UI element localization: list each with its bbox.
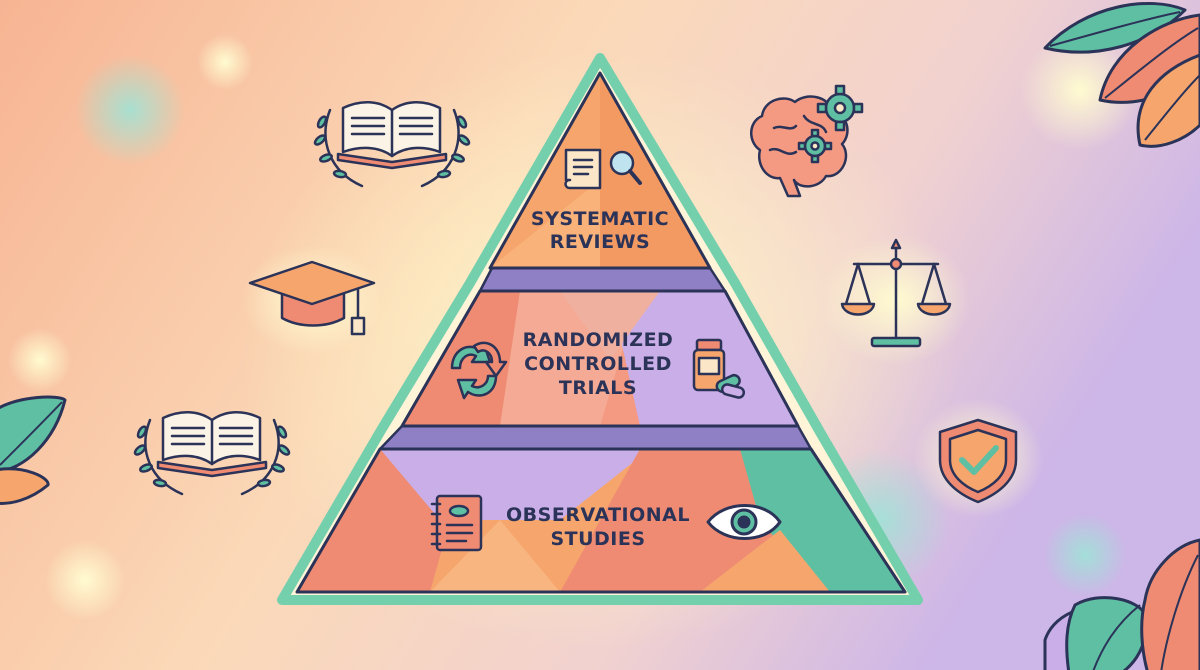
glow-orb — [1020, 30, 1140, 150]
eye-icon — [706, 504, 782, 540]
tier-connector — [478, 266, 727, 293]
tier-label-line: STUDIES — [550, 528, 645, 550]
tier-label-line: SYSTEMATIC — [531, 208, 669, 230]
brain-gears-icon — [750, 84, 864, 198]
tier-label-line: CONTROLLED — [524, 353, 672, 375]
glow-orb — [8, 328, 72, 392]
glow-orb — [197, 34, 253, 90]
leaf-icon — [1043, 538, 1200, 670]
balance-scale-icon — [821, 235, 971, 365]
tier-label-line: RANDOMIZED — [523, 329, 674, 351]
glow-orb — [45, 540, 125, 620]
shield-check-icon — [913, 398, 1043, 518]
tier-label-line: TRIALS — [559, 377, 637, 399]
pyramid: SYSTEMATIC REVIEWS RANDOMIZED CONTROLLED… — [277, 53, 923, 605]
graduation-cap-icon — [242, 245, 382, 355]
tier-label-line: REVIEWS — [550, 231, 651, 253]
open-book-laurel-icon — [313, 101, 471, 188]
leaf-icon — [0, 395, 67, 505]
document-magnifier-icon — [564, 148, 642, 190]
tier-label-line: OBSERVATIONAL — [506, 504, 690, 526]
pyramid-tier-middle — [400, 289, 800, 428]
glow-orb — [1043, 513, 1127, 597]
notebook-icon — [430, 494, 483, 552]
cycle-arrows-icon — [450, 341, 508, 400]
leaf-icon — [1043, 1, 1200, 148]
glow-orb — [75, 55, 185, 165]
pill-bottle-icon — [692, 338, 746, 399]
open-book-laurel-icon — [133, 411, 291, 496]
pyramid-tier-bottom — [295, 447, 907, 594]
tier-connector — [378, 424, 813, 451]
